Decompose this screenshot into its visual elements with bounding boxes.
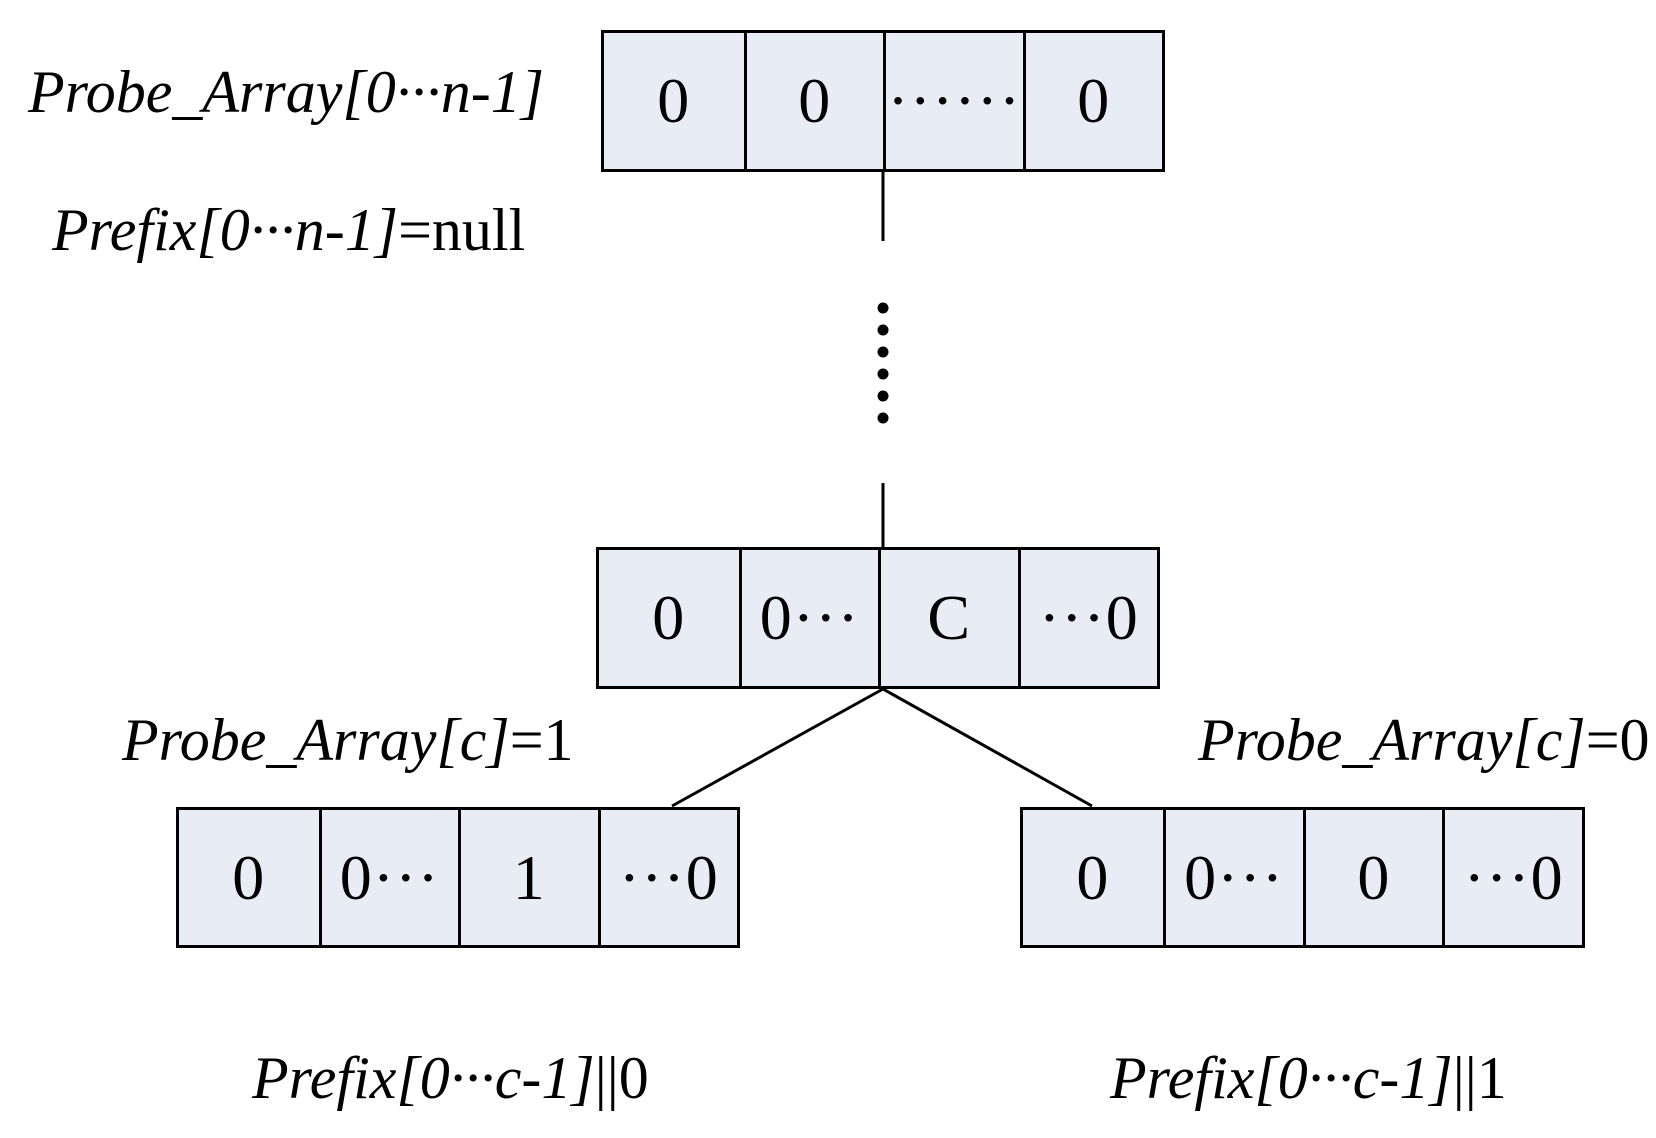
array-cell: 0 (1022, 33, 1163, 169)
label-italic-part: Probe_Array[c] (1198, 707, 1586, 773)
array-cell: 0 (1076, 841, 1110, 913)
label-roman-part: ||0 (594, 1045, 649, 1111)
array-cell: ···0 (1017, 550, 1158, 686)
right-branch-label: Probe_Array[c]=0 (1198, 706, 1650, 775)
array-cell: 1 (458, 810, 598, 945)
label-italic-part: Prefix[0···c-1] (1110, 1045, 1453, 1111)
label-roman-part: =null (398, 197, 526, 263)
array-cell: 0 (652, 582, 686, 653)
label-italic-part: Prefix[0···n-1] (52, 197, 399, 263)
array-cell: 0 (1302, 810, 1443, 945)
array-cell: C (878, 550, 1018, 686)
label-italic-part: Prefix[0···c-1] (252, 1045, 595, 1111)
label-italic-part: Probe_Array[c] (122, 707, 510, 773)
right-child-array: 0 0··· 0 ···0 (1020, 807, 1585, 948)
top-array-label: Probe_Array[0···n-1] (28, 58, 544, 127)
array-cell: ······ (883, 33, 1023, 169)
array-cell: ···0 (1442, 810, 1582, 945)
prefix-null-label: Prefix[0···n-1]=null (52, 196, 525, 265)
array-cell: ···0 (597, 810, 738, 945)
array-cell: 0··· (318, 810, 459, 945)
label-roman-part: =1 (509, 707, 574, 773)
left-branch-label: Probe_Array[c]=1 (122, 706, 574, 775)
label-italic-part: Probe_Array[0···n-1] (28, 59, 545, 125)
array-cell: 0··· (1162, 810, 1303, 945)
array-cell: 0 (232, 841, 266, 913)
middle-probe-array: 0 0··· C ···0 (596, 547, 1160, 689)
label-roman-part: ||1 (1452, 1045, 1507, 1111)
vertical-ellipsis-dots (877, 302, 889, 424)
array-cell: 0··· (738, 550, 879, 686)
array-cell: 0 (657, 65, 691, 136)
top-probe-array: 0 0 ······ 0 (601, 30, 1165, 172)
left-prefix-label: Prefix[0···c-1]||0 (252, 1044, 649, 1113)
label-roman-part: =0 (1585, 707, 1650, 773)
left-child-array: 0 0··· 1 ···0 (176, 807, 740, 948)
right-prefix-label: Prefix[0···c-1]||1 (1110, 1044, 1507, 1113)
array-cell: 0 (743, 33, 884, 169)
